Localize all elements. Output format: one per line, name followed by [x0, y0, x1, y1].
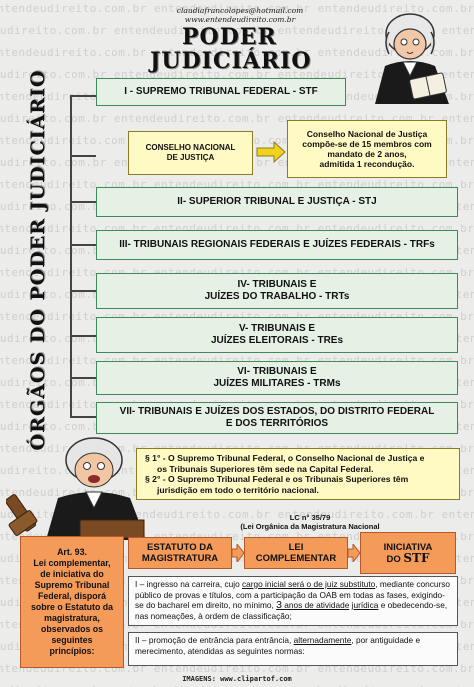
flow-lei-line2: COMPLEMENTAR [255, 553, 337, 564]
item-1-text-i: e obedecendo-se, nas nomeações, à ordem … [135, 600, 448, 621]
art93-line-6: observados os [40, 624, 104, 634]
art93-line-5: magistratura, [44, 613, 100, 623]
item-1-text-b: cargo inicial será o de juiz substituto [242, 579, 376, 589]
item-1-text-a: I – ingresso na carreira, cujo [135, 579, 242, 589]
cnj-label-line1: CONSELHO NACIONAL [145, 143, 236, 152]
flow-estatuto-line1: ESTATUTO DA [147, 542, 213, 553]
item-1-text-e: fases, exigindo-se do bacharel em direit… [135, 589, 445, 611]
lc-note-line2: (Lei Orgânica da Magistratura Nacional [240, 522, 380, 531]
bracket-connector-1 [70, 95, 96, 97]
organ-stj-label: II- SUPERIOR TRIBUNAL E JUSTIÇA - STJ [177, 196, 377, 207]
arrow-right-icon [256, 141, 286, 163]
lc-note: LC n° 35/79 (Lei Orgânica da Magistratur… [240, 513, 380, 531]
organ-states-line1: VII- TRIBUNAIS E JUÍZES DOS ESTADOS, DO … [119, 406, 435, 417]
organ-stf: I - SUPREMO TRIBUNAL FEDERAL - STF [96, 78, 346, 106]
contact-site: www.entendeudireito.com.br [184, 15, 296, 24]
item-1-text-f: 3 [276, 599, 282, 611]
organ-stj: II- SUPERIOR TRIBUNAL E JUSTIÇA - STJ [96, 187, 458, 217]
bracket-connector-7 [70, 416, 96, 418]
organ-trms-line1: VI- TRIBUNAIS E [237, 366, 317, 377]
image-credit: IMAGENS: www.clipartof.com [182, 675, 292, 683]
cnj-label-line2: DE JUSTIÇA [166, 153, 215, 162]
side-label-text: ÓRGÃOS DO PODER JUDICIÁRIO [27, 69, 49, 451]
cnj-desc-line2: compõe-se de 15 membros com [302, 139, 432, 149]
organ-stf-label: I - SUPREMO TRIBUNAL FEDERAL - STF [124, 86, 318, 97]
flow-estatuto-box: ESTATUTO DA MAGISTRATURA [128, 537, 232, 569]
paragraphs-box: § 1° - O Supremo Tribunal Federal, o Con… [136, 448, 460, 500]
art93-box: Art. 93. Lei complementar, de iniciativa… [20, 536, 124, 668]
bracket-connector-cnj [70, 155, 96, 157]
bracket-connector-3 [70, 244, 96, 246]
judge-reading-illustration [375, 13, 449, 104]
organ-trfs: III- TRIBUNAIS REGIONAIS FEDERAIS E JUÍZ… [96, 230, 458, 260]
paragraph-1-line2: os Tribunais Superiores têm sede na Capi… [157, 463, 374, 474]
item-2-box: II – promoção de entrância para entrânci… [128, 632, 458, 666]
flow-arrow-1-icon [232, 544, 244, 562]
item-1-text-d: concurso público de provas e títulos, co… [135, 579, 451, 600]
organ-trts-line1: IV- TRIBUNAIS E [237, 279, 317, 290]
item-1-box: I – ingresso na carreira, cujo cargo ini… [128, 576, 458, 626]
item-2-text-b: alternadamente [293, 635, 352, 645]
organ-trms-line2: JUÍZES MILITARES - TRMs [213, 378, 341, 389]
item-2-text-d: merecimento, atendidas as seguintes norm… [135, 645, 305, 656]
organ-tres: V- TRIBUNAIS E JUÍZES ELEITORAIS - TREs [96, 317, 458, 353]
bracket-vertical-line [70, 95, 72, 417]
organ-states-line2: E DOS TERRITÓRIOS [225, 418, 329, 429]
cnj-desc-line1: Conselho Nacional de Justiça [306, 129, 428, 139]
art93-title: Art. 93. [57, 547, 87, 557]
lc-note-line1: LC n° 35/79 [289, 513, 331, 522]
cnj-desc-line4: admitida 1 recondução. [319, 159, 415, 169]
item-1-text-g: anos de atividade [281, 600, 350, 610]
item-1-text-h: jurídica [351, 600, 379, 610]
item-1-text-c: , mediante [375, 579, 415, 589]
item-2-text-c: , por antiguidade e [351, 635, 421, 645]
organ-trms: VI- TRIBUNAIS E JUÍZES MILITARES - TRMs [96, 361, 458, 395]
cnj-description-box: Conselho Nacional de Justiça compõe-se d… [287, 120, 447, 178]
art93-line-1: de iniciativa do [40, 569, 104, 579]
organ-trts: IV- TRIBUNAIS E JUÍZES DO TRABALHO - TRT… [96, 273, 458, 309]
flow-iniciativa-line2: DO [386, 553, 401, 565]
flow-iniciativa-box: INICIATIVA DO STF [360, 532, 456, 574]
art93-line-0: Lei complementar, [33, 558, 111, 568]
paragraph-2-line1: § 2° - O Supremo Tribunal Federal e os T… [145, 474, 409, 484]
flow-estatuto-line2: MAGISTRATURA [141, 553, 219, 564]
contact-email: claudiafrancolopes@hotmail.com [176, 6, 304, 15]
organ-trfs-label: III- TRIBUNAIS REGIONAIS FEDERAIS E JUÍZ… [119, 239, 435, 250]
organ-trts-line2: JUÍZES DO TRABALHO - TRTs [204, 291, 350, 302]
art93-line-2: Supremo Tribunal [34, 580, 110, 590]
item-2-text-a: II – promoção de entrância para entrânci… [135, 635, 294, 645]
page-title-line2: JUDICIÁRIO [150, 48, 312, 74]
art93-line-3: Federal, disporá [38, 591, 106, 601]
organ-tres-line2: JUÍZES ELEITORAIS - TREs [210, 335, 344, 346]
art93-line-8: princípios: [49, 646, 95, 656]
cnj-desc-line3: mandato de 2 anos, [327, 149, 407, 159]
judge-gavel-illustration [6, 437, 146, 540]
side-label: ÓRGÃOS DO PODER JUDICIÁRIO [21, 70, 55, 451]
bracket-connector-6 [70, 377, 96, 379]
bracket-connector-5 [70, 335, 96, 337]
organ-states: VII- TRIBUNAIS E JUÍZES DOS ESTADOS, DO … [96, 402, 458, 434]
header-contact: claudiafrancolopes@hotmail.com www.enten… [170, 6, 310, 24]
bracket-connector-4 [70, 290, 96, 292]
bracket-connector-2 [70, 201, 96, 203]
paragraph-2-line2: jurisdição em todo o território nacional… [157, 484, 319, 495]
cnj-box: CONSELHO NACIONAL DE JUSTIÇA [128, 131, 253, 175]
flow-iniciativa-stf: STF [403, 550, 430, 565]
paragraph-1-line1: § 1° - O Supremo Tribunal Federal, o Con… [145, 453, 425, 463]
page-title-line1: PODER [182, 24, 277, 50]
organ-tres-line1: V- TRIBUNAIS E [238, 323, 316, 334]
flow-lei-line1: LEI [288, 542, 304, 553]
flow-iniciativa-line1: INICIATIVA [383, 541, 433, 553]
art93-line-4: sobre o Estatuto da [30, 602, 114, 612]
flow-arrow-2-icon [348, 544, 360, 562]
flow-lei-complementar-box: LEI COMPLEMENTAR [244, 537, 348, 569]
art93-line-7: seguintes [51, 635, 93, 645]
